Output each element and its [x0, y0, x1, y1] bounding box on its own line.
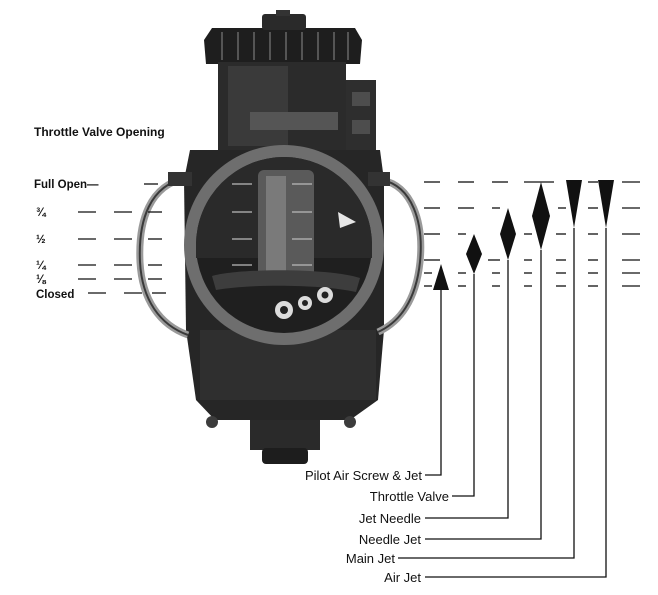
level-labels: Full Open— ¾ ½ ¼ ⅛ Closed: [34, 179, 99, 301]
level-eighth-label: ⅛: [36, 274, 47, 286]
level-guides-right: [424, 181, 640, 287]
jet-needle-range-marker: [500, 208, 516, 260]
pilot-range-marker: [433, 264, 449, 290]
heading: Throttle Valve Opening: [34, 125, 165, 139]
level-half-label: ½: [36, 234, 46, 246]
throttle-valve-range-marker: [466, 234, 482, 274]
component-labels: Pilot Air Screw & Jet Throttle Valve Jet…: [305, 468, 449, 585]
air-jet-leader: [425, 228, 607, 578]
level-quarter-label: ¼: [36, 260, 47, 272]
main-jet-label: Main Jet: [346, 551, 396, 566]
level-guides-left: [78, 183, 166, 294]
level-closed-label: Closed: [36, 289, 74, 301]
needle-jet-leader: [425, 250, 542, 540]
needle-jet-range-marker: [532, 182, 550, 250]
carburetor-illustration: [136, 10, 425, 464]
main-jet-range-marker: [566, 180, 582, 228]
air-jet-label: Air Jet: [384, 570, 421, 585]
leader-lines: [398, 228, 607, 578]
needle-jet-label: Needle Jet: [359, 532, 422, 547]
throttle-valve-leader: [452, 274, 475, 497]
throttle-valve-label: Throttle Valve: [370, 489, 449, 504]
level-guides-center: [232, 183, 312, 266]
level-three-quarter-label: ¾: [36, 207, 47, 219]
air-jet-range-marker: [598, 180, 614, 228]
pilot-leader: [425, 290, 442, 476]
main-jet-leader: [398, 228, 575, 559]
range-markers: [433, 180, 614, 290]
jet-needle-label: Jet Needle: [359, 511, 421, 526]
pilot-label: Pilot Air Screw & Jet: [305, 468, 422, 483]
jet-needle-leader: [425, 260, 509, 519]
level-full-label: Full Open—: [34, 179, 99, 191]
